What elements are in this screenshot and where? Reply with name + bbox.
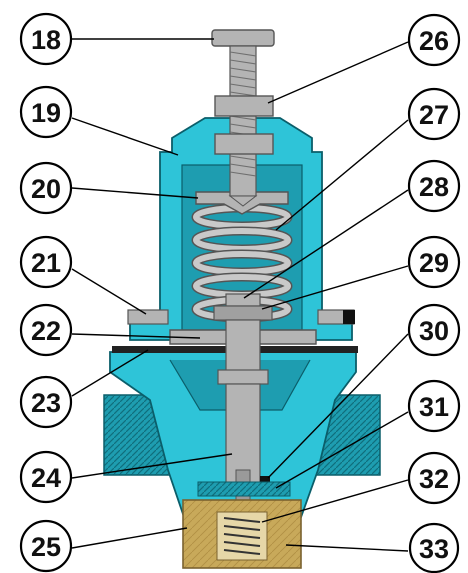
bonnet-ring-screw [343, 310, 355, 324]
callout-19: 19 [19, 85, 73, 139]
callout-25: 25 [19, 519, 73, 573]
callout-20: 20 [19, 161, 73, 215]
leader-29 [261, 265, 409, 310]
lock-nut [214, 95, 274, 117]
callout-label-31: 31 [419, 392, 449, 422]
stem-nut [225, 293, 261, 307]
callout-label-25: 25 [31, 532, 61, 562]
callout-label-26: 26 [419, 26, 449, 56]
callout-label-19: 19 [31, 98, 61, 128]
callout-22: 22 [19, 303, 73, 357]
leader-25 [71, 527, 188, 549]
callout-31: 31 [407, 379, 461, 433]
leader-30 [267, 333, 409, 479]
leader-32 [261, 479, 409, 523]
leader-23 [71, 349, 149, 397]
callout-28: 28 [407, 159, 461, 213]
leader-19 [71, 117, 179, 156]
bonnet-ring-left [127, 309, 169, 325]
callout-label-32: 32 [419, 464, 449, 494]
callout-label-24: 24 [31, 463, 61, 493]
leader-33 [285, 544, 409, 552]
leader-20 [71, 187, 199, 199]
callout-label-22: 22 [31, 316, 61, 346]
callout-label-30: 30 [419, 316, 449, 346]
leader-26 [267, 41, 409, 104]
valve-seat [197, 481, 291, 497]
adjusting-screw [211, 29, 275, 207]
callout-label-20: 20 [31, 174, 61, 204]
bottom-plug [182, 499, 302, 569]
callout-label-21: 21 [31, 248, 61, 278]
callout-label-28: 28 [419, 172, 449, 202]
leader-lines [71, 38, 409, 552]
callout-label-33: 33 [419, 534, 449, 564]
return-spring [223, 517, 261, 555]
callout-23: 23 [19, 375, 73, 429]
callout-27: 27 [407, 87, 461, 141]
callout-label-29: 29 [419, 248, 449, 278]
bonnet-nut [214, 133, 274, 155]
callout-29: 29 [407, 235, 461, 289]
leader-31 [275, 411, 409, 489]
callout-30: 30 [407, 303, 461, 357]
callout-label-18: 18 [31, 25, 61, 55]
callout-24: 24 [19, 450, 73, 504]
callout-26: 26 [407, 13, 461, 67]
leader-28 [243, 189, 409, 299]
callout-label-23: 23 [31, 388, 61, 418]
callout-label-27: 27 [419, 100, 449, 130]
leader-22 [71, 333, 201, 339]
callout-18: 18 [19, 12, 73, 66]
callout-21: 21 [19, 235, 73, 289]
leader-24 [71, 453, 233, 479]
leader-27 [275, 119, 409, 231]
callout-32: 32 [407, 451, 461, 505]
leader-21 [71, 268, 147, 315]
callout-33: 33 [408, 522, 460, 573]
